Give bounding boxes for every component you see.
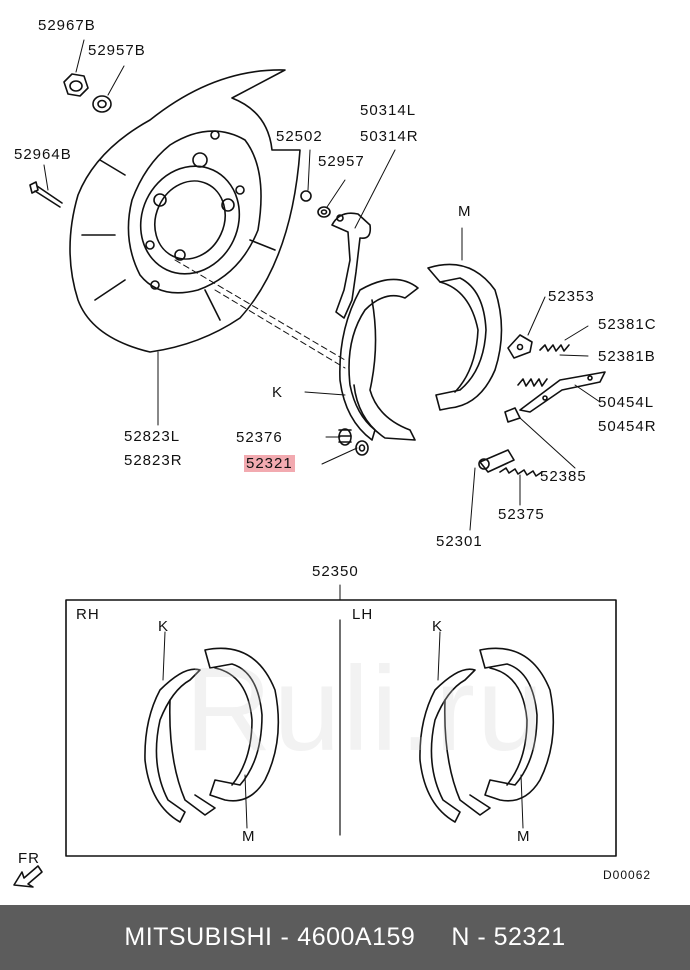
parts-diagram: Ruli.ru 52967B 52957B 52964B 52823L 5282…	[13, 17, 657, 888]
adjuster-parts-drawing	[478, 334, 606, 477]
label-fr: FR	[18, 850, 40, 867]
label-52376: 52376	[236, 429, 283, 446]
label-50454l: 50454L	[598, 394, 655, 411]
assembly-box-drawing	[65, 599, 617, 857]
label-m-rh: M	[242, 828, 256, 845]
footer-bar: MITSUBISHI - 4600A159 N - 52321	[0, 905, 690, 970]
label-52301: 52301	[436, 533, 483, 550]
lh-shoes-drawing	[419, 647, 555, 823]
bolt-drawing	[29, 164, 63, 208]
label-k-rh: K	[158, 618, 170, 635]
label-52957: 52957	[318, 153, 365, 170]
footer-part-number: 4600A159	[297, 923, 416, 951]
label-52957b: 52957B	[88, 42, 146, 59]
label-52964b: 52964B	[14, 146, 72, 163]
footer-separator: -	[280, 923, 290, 951]
label-52967b: 52967B	[38, 17, 96, 34]
label-50314r: 50314R	[360, 128, 419, 145]
nut-washer-drawing	[63, 39, 125, 113]
label-52385: 52385	[540, 468, 587, 485]
diagram-drawing	[13, 39, 617, 888]
label-52353: 52353	[548, 288, 595, 305]
leader-lines	[157, 149, 601, 601]
label-m-top: M	[458, 203, 472, 220]
label-lh: LH	[352, 606, 374, 623]
footer-ref: N - 52321	[451, 923, 566, 951]
spring-cup-drawing	[338, 428, 369, 456]
label-52502: 52502	[276, 128, 323, 145]
label-52350: 52350	[312, 563, 359, 580]
label-50454r: 50454R	[598, 418, 657, 435]
label-rh: RH	[76, 606, 100, 623]
label-k-top: K	[272, 384, 284, 401]
label-52381c: 52381C	[598, 316, 657, 333]
label-52823l: 52823L	[124, 428, 181, 445]
diagram-code: D00062	[603, 868, 652, 882]
upper-shoe-drawing	[339, 263, 503, 441]
parking-lever-drawing	[300, 190, 372, 319]
backing-plate-drawing	[69, 69, 301, 353]
rh-shoes-drawing	[144, 647, 280, 823]
label-52823r: 52823R	[124, 452, 183, 469]
label-k-lh: K	[432, 618, 444, 635]
label-m-lh: M	[517, 828, 531, 845]
label-50314l: 50314L	[360, 102, 417, 119]
label-52375: 52375	[498, 506, 545, 523]
label-52381b: 52381B	[598, 348, 656, 365]
fr-arrow-icon	[13, 865, 43, 888]
label-52321-highlighted: 52321	[244, 455, 295, 472]
footer-brand: MITSUBISHI	[124, 923, 273, 951]
